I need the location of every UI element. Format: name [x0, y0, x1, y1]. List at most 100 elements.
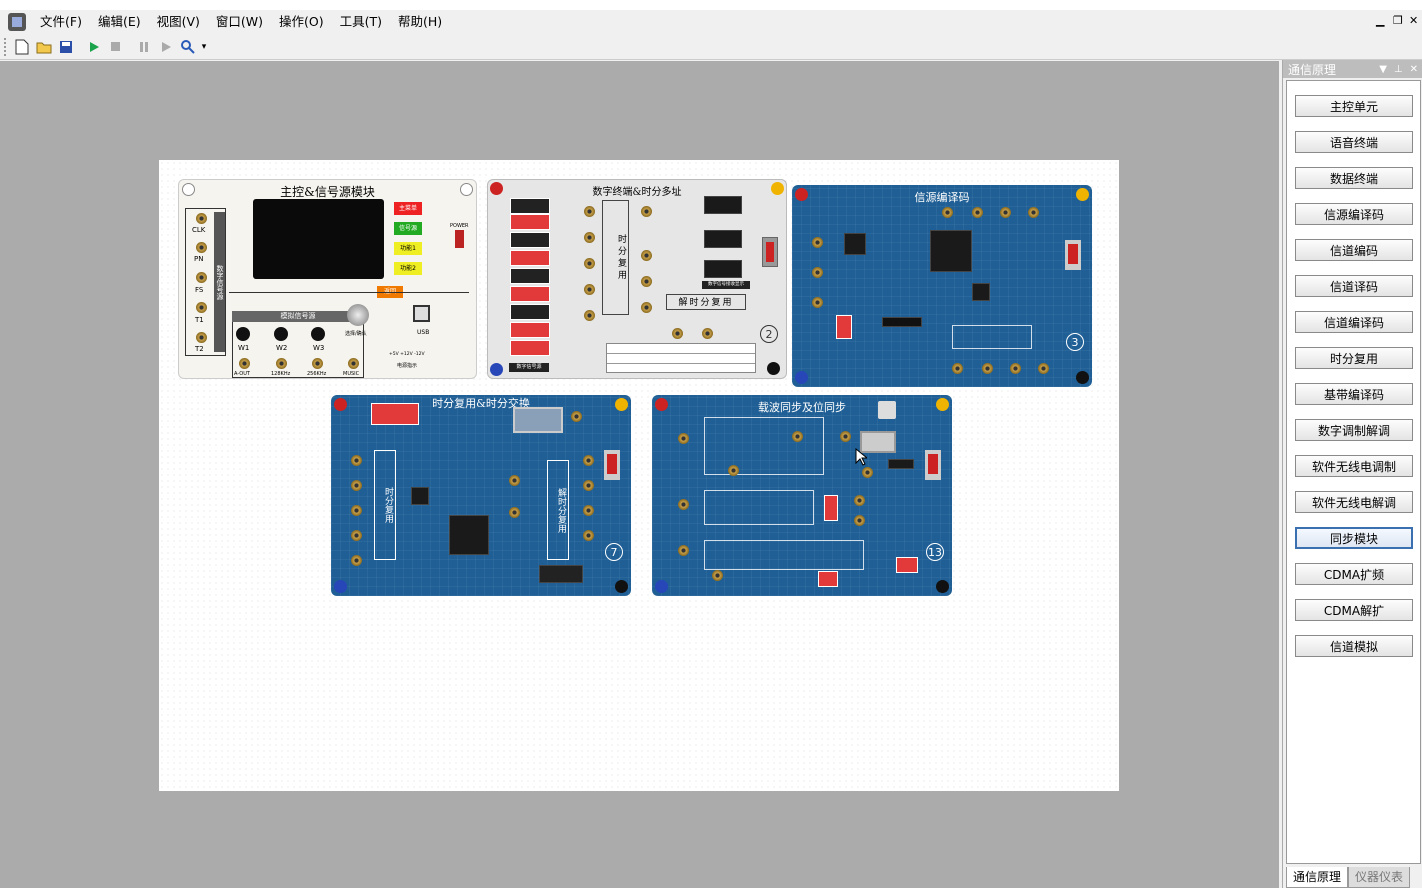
close-icon[interactable]: ✕: [1409, 14, 1419, 27]
jack[interactable]: [584, 284, 595, 295]
open-folder-icon[interactable]: [33, 36, 55, 58]
jack[interactable]: [972, 207, 983, 218]
module-button-channel-decode[interactable]: 信道译码: [1295, 275, 1413, 297]
jack[interactable]: [584, 310, 595, 321]
search-icon[interactable]: [177, 36, 199, 58]
switch[interactable]: [824, 495, 838, 521]
module-button-channel-sim[interactable]: 信道模拟: [1295, 635, 1413, 657]
jack[interactable]: [509, 475, 520, 486]
potentiometer[interactable]: [878, 401, 896, 419]
jack[interactable]: [712, 570, 723, 581]
module-sync[interactable]: 载波同步及位同步 13: [652, 395, 952, 596]
power-switch[interactable]: [762, 237, 778, 267]
jack[interactable]: [854, 495, 865, 506]
save-icon[interactable]: [55, 36, 77, 58]
new-file-icon[interactable]: [11, 36, 33, 58]
module-button-digital-modem[interactable]: 数字调制解调: [1295, 419, 1413, 441]
tab-instruments[interactable]: 仪器仪表: [1348, 867, 1411, 888]
menu-view[interactable]: 视图(V): [156, 14, 200, 29]
module-button-voice-terminal[interactable]: 语音终端: [1295, 131, 1413, 153]
jack[interactable]: [641, 276, 652, 287]
jack[interactable]: [351, 530, 362, 541]
jack[interactable]: [584, 258, 595, 269]
jack[interactable]: [1028, 207, 1039, 218]
jack[interactable]: [641, 302, 652, 313]
jack[interactable]: [583, 455, 594, 466]
jack[interactable]: [583, 530, 594, 541]
output-jack[interactable]: [348, 358, 359, 369]
module-button-sdr-modulation[interactable]: 软件无线电调制: [1295, 455, 1413, 477]
dip-switch[interactable]: [510, 322, 550, 338]
toolbar-overflow-icon[interactable]: ▾: [201, 41, 207, 52]
jack[interactable]: [583, 480, 594, 491]
jack[interactable]: [571, 411, 582, 422]
jack[interactable]: [641, 250, 652, 261]
stop-icon[interactable]: [105, 36, 127, 58]
minimize-icon[interactable]: ▁: [1376, 14, 1385, 27]
output-jack[interactable]: [312, 358, 323, 369]
main-menu-button[interactable]: 主菜单: [394, 202, 422, 215]
module-button-sdr-demodulation[interactable]: 软件无线电解调: [1295, 491, 1413, 513]
jack[interactable]: [351, 555, 362, 566]
dip-switch[interactable]: [510, 286, 550, 302]
jack[interactable]: [792, 431, 803, 442]
pause-icon[interactable]: [133, 36, 155, 58]
jack[interactable]: [702, 328, 713, 339]
app-icon[interactable]: [8, 12, 26, 31]
module-button-channel-encode[interactable]: 信道编码: [1295, 239, 1413, 261]
jack[interactable]: [812, 267, 823, 278]
select-knob[interactable]: [347, 304, 369, 326]
signal-source-button[interactable]: 信号源: [394, 222, 422, 235]
dip-switch[interactable]: [510, 268, 550, 284]
jack[interactable]: [351, 455, 362, 466]
module-button-tdm[interactable]: 时分复用: [1295, 347, 1413, 369]
power-switch[interactable]: [1065, 240, 1081, 270]
dip-switch[interactable]: [371, 403, 419, 425]
knob-w3[interactable]: [311, 327, 325, 341]
jack[interactable]: [196, 213, 207, 224]
design-canvas[interactable]: [159, 160, 1119, 791]
function2-button[interactable]: 功能2: [394, 262, 422, 275]
step-icon[interactable]: [155, 36, 177, 58]
module-button-main-control[interactable]: 主控单元: [1295, 95, 1413, 117]
menu-file[interactable]: 文件(F): [40, 14, 82, 29]
module-button-channel-codec[interactable]: 信道编译码: [1295, 311, 1413, 333]
module-button-data-terminal[interactable]: 数据终端: [1295, 167, 1413, 189]
dip-switch[interactable]: [510, 198, 550, 214]
module-button-source-codec[interactable]: 信源编译码: [1295, 203, 1413, 225]
power-switch[interactable]: [925, 450, 941, 480]
output-jack[interactable]: [239, 358, 250, 369]
knob-w2[interactable]: [274, 327, 288, 341]
dip-switch[interactable]: [510, 340, 550, 356]
jack[interactable]: [196, 332, 207, 343]
panel-dropdown-icon[interactable]: ▼: [1379, 63, 1387, 75]
dip-switch[interactable]: [510, 304, 550, 320]
jack[interactable]: [952, 363, 963, 374]
dip-switch[interactable]: [510, 232, 550, 248]
knob-w1[interactable]: [236, 327, 250, 341]
module-source-codec[interactable]: 信源编译码 3: [792, 185, 1092, 387]
module-main-control[interactable]: 主控&信号源模块 数字信号源 CLK PN FS T1 T2 主菜单 信号源 功…: [178, 179, 477, 379]
jack[interactable]: [641, 206, 652, 217]
menu-window[interactable]: 窗口(W): [215, 14, 264, 29]
jack[interactable]: [1038, 363, 1049, 374]
dip-switch[interactable]: [510, 214, 550, 230]
menu-edit[interactable]: 编辑(E): [97, 14, 141, 29]
jack[interactable]: [583, 505, 594, 516]
jack[interactable]: [840, 431, 851, 442]
jack[interactable]: [584, 232, 595, 243]
jack[interactable]: [862, 467, 873, 478]
module-tdm-switch[interactable]: 时分复用&时分交换 时分复用 解时分复用 7: [331, 395, 631, 596]
panel-pin-icon[interactable]: ⊥: [1393, 63, 1403, 75]
jack[interactable]: [678, 433, 689, 444]
menu-operate[interactable]: 操作(O): [279, 14, 324, 29]
jack[interactable]: [196, 242, 207, 253]
jack[interactable]: [942, 207, 953, 218]
power-switch[interactable]: [604, 450, 620, 480]
jack[interactable]: [678, 499, 689, 510]
jack[interactable]: [509, 507, 520, 518]
jack[interactable]: [351, 505, 362, 516]
jack[interactable]: [678, 545, 689, 556]
jack[interactable]: [982, 363, 993, 374]
menu-help[interactable]: 帮助(H): [398, 14, 443, 29]
